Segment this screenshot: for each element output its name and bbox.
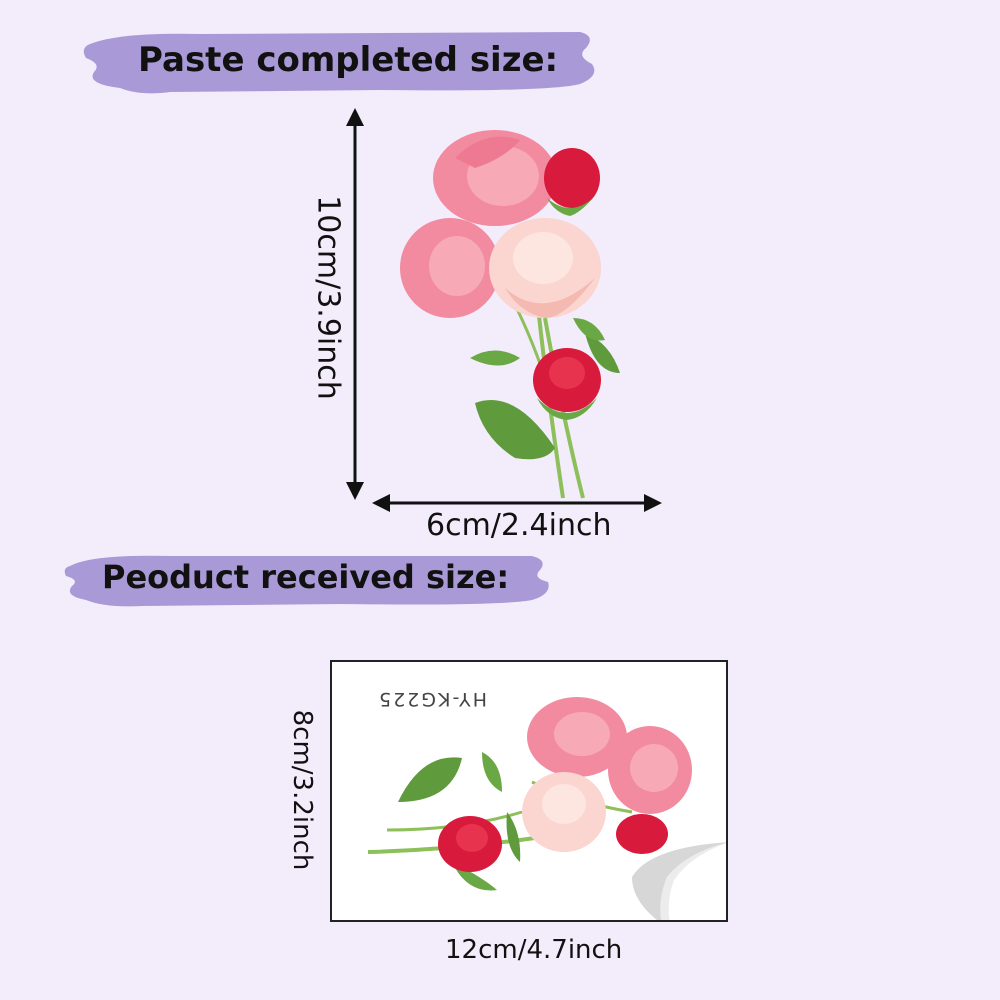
received-size-title: Peoduct received size: [102,558,510,596]
completed-width-label: 6cm/2.4inch [426,508,612,543]
received-width-label: 12cm/4.7inch [445,935,623,965]
width-arrow [372,494,662,512]
completed-height-label: 10cm/3.9inch [310,195,346,400]
completed-size-title: Paste completed size: [138,40,559,80]
sticker-sheet: HY-KG225 [330,660,728,922]
brush-stroke-shape [64,555,549,607]
brush-stroke-shape [83,32,595,94]
received-height-label: 8cm/3.2inch [287,709,317,871]
completed-size-banner: Paste completed size: [80,26,600,100]
sheet-rose-artwork [367,697,726,920]
received-size-banner: Peoduct received size: [62,550,552,608]
height-arrow [346,108,364,500]
rose-bouquet-artwork [400,130,620,499]
